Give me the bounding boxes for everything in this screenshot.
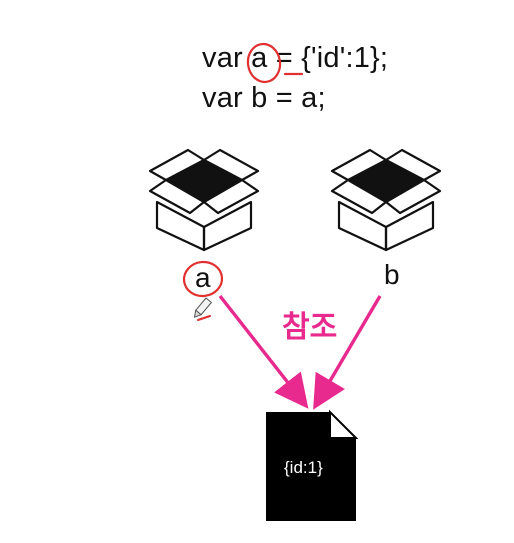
reference-label: 참조 [282,310,338,345]
reference-arrow-a [218,294,309,409]
open-box-icon [148,148,260,252]
pencil-icon [193,297,213,318]
code-line-1: var a = {'id':1}; [202,42,389,74]
code-line-2: var b = a; [202,82,326,114]
var-a-label: a [195,262,211,293]
object-label: {id:1} [284,458,323,477]
open-box-icon [330,148,442,252]
document-icon [266,409,359,521]
pencil-mark [197,315,211,321]
reference-arrow-b [313,295,382,410]
var-a-highlight-circle [182,260,224,298]
var-b-label: b [384,259,400,290]
code-a-highlight-circle [246,42,282,84]
